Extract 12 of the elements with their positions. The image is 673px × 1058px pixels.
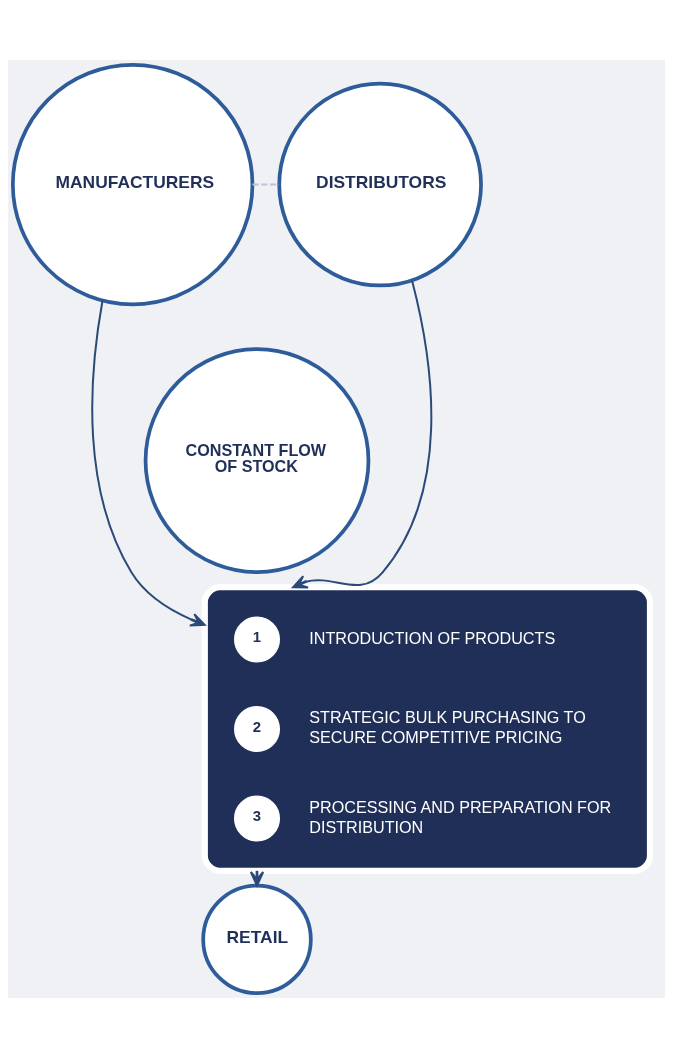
node-label: STRATEGIC BULK PURCHASING TO SECURE COMPETITIVE PRICING [309, 708, 586, 747]
node-circle: 3 [234, 795, 280, 842]
node-circle: MANUFACTURERS [10, 62, 255, 307]
node-circle: DISTRIBUTORS [277, 81, 483, 288]
node-circle: 2 [234, 706, 280, 753]
node-circle: CONSTANT FLOW OF STOCK [143, 347, 371, 574]
arrow [292, 279, 433, 589]
node-label: INTRODUCTION OF PRODUCTS [309, 628, 556, 647]
node-label: PROCESSING AND PREPARATION FOR DISTRIBUTION [309, 797, 612, 836]
node-circle: RETAIL [201, 883, 313, 996]
node-circle: 1 [234, 616, 280, 663]
arrow [91, 299, 206, 627]
